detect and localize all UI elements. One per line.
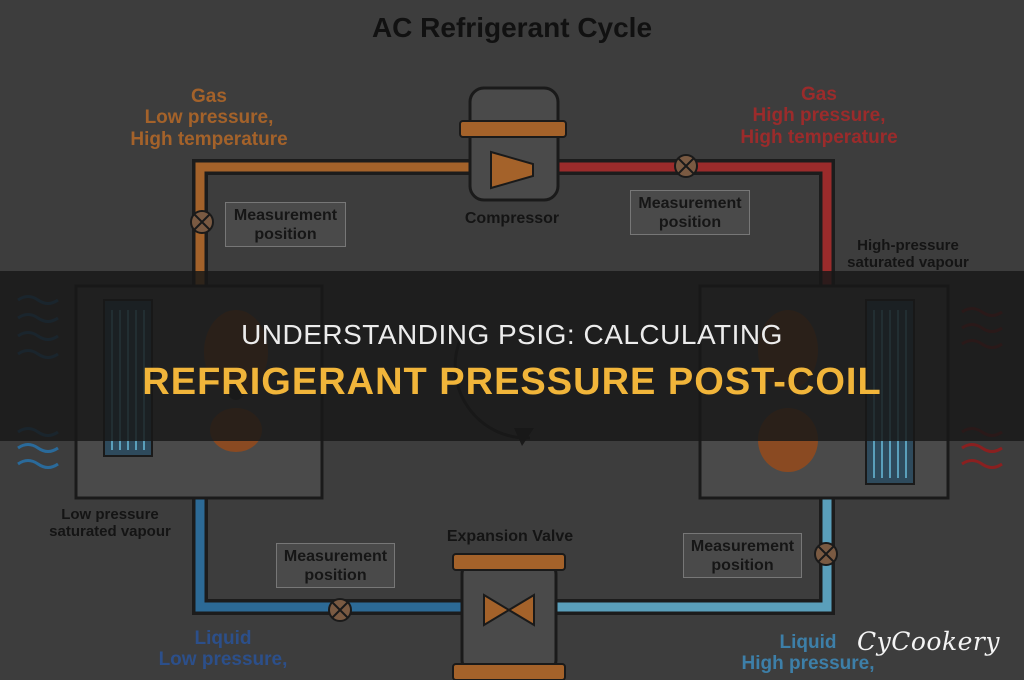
expansion-valve (452, 553, 566, 680)
label-lp-vapour-line-2: saturated vapour (49, 522, 171, 540)
label-expansion-valve: Expansion Valve (446, 528, 574, 545)
label-gas-high-line-2: High pressure, (752, 105, 886, 127)
measurement-box-low-liquid-line-1: Measurement (283, 548, 388, 565)
measurement-box-high-gas-line-2: position (658, 214, 722, 231)
label-liquid-high: Liquid High pressure, (722, 632, 894, 675)
title-banner: UNDERSTANDING PSIG: CALCULATING REFRIGER… (0, 271, 1024, 441)
label-lp-vapour-line-1: Low pressure (61, 506, 159, 523)
measurement-point-high-gas (674, 154, 698, 178)
measurement-box-low-gas: Measurement position (225, 202, 346, 247)
measurement-box-low-gas-line-1: Measurement (233, 207, 338, 224)
diagram-title: AC Refrigerant Cycle (371, 12, 653, 43)
measurement-box-high-liquid: Measurement position (683, 533, 802, 578)
label-hp-vapour-line-2: saturated vapour (847, 253, 969, 271)
banner-title-line-1: UNDERSTANDING PSIG: CALCULATING (241, 319, 783, 350)
label-liquid-low: Liquid Low pressure, (138, 628, 308, 671)
label-lp-vapour: Low pressure saturated vapour (30, 506, 190, 541)
compressor (459, 86, 567, 202)
banner-title-line-2: REFRIGERANT PRESSURE POST-COIL (142, 361, 882, 403)
label-liquid-low-line-1: Liquid (194, 628, 252, 649)
label-gas-high-line-3: High temperature (740, 126, 898, 148)
measurement-box-low-liquid-line-2: position (304, 567, 367, 584)
label-liquid-high-line-2: High pressure, (741, 653, 875, 675)
measurement-box-low-gas-line-2: position (254, 226, 317, 243)
measurement-point-low-gas (190, 210, 214, 234)
label-gas-high-line-1: Gas (801, 84, 837, 105)
label-hp-vapour: High-pressure saturated vapour (838, 237, 978, 272)
brand-logo-text: CyCookery (856, 627, 1000, 656)
label-gas-low-line-1: Gas (191, 86, 227, 107)
label-gas-low-line-2: Low pressure, (144, 107, 274, 129)
measurement-box-high-gas: Measurement position (630, 190, 750, 235)
measurement-box-high-gas-line-1: Measurement (638, 195, 742, 212)
label-hp-vapour-line-1: High-pressure (857, 237, 959, 254)
measurement-point-low-liquid (328, 598, 352, 622)
label-liquid-low-line-2: Low pressure, (158, 649, 288, 671)
label-gas-high: Gas High pressure, High temperature (712, 84, 926, 148)
label-liquid-high-line-1: Liquid (779, 632, 837, 653)
label-compressor: Compressor (464, 210, 560, 227)
measurement-points (190, 154, 838, 622)
measurement-box-high-liquid-line-2: position (711, 557, 774, 574)
measurement-box-high-liquid-line-1: Measurement (690, 538, 795, 555)
measurement-box-low-liquid: Measurement position (276, 543, 395, 588)
label-gas-low: Gas Low pressure, High temperature (104, 86, 314, 150)
label-gas-low-line-3: High temperature (130, 128, 288, 150)
measurement-point-high-liquid (814, 542, 838, 566)
